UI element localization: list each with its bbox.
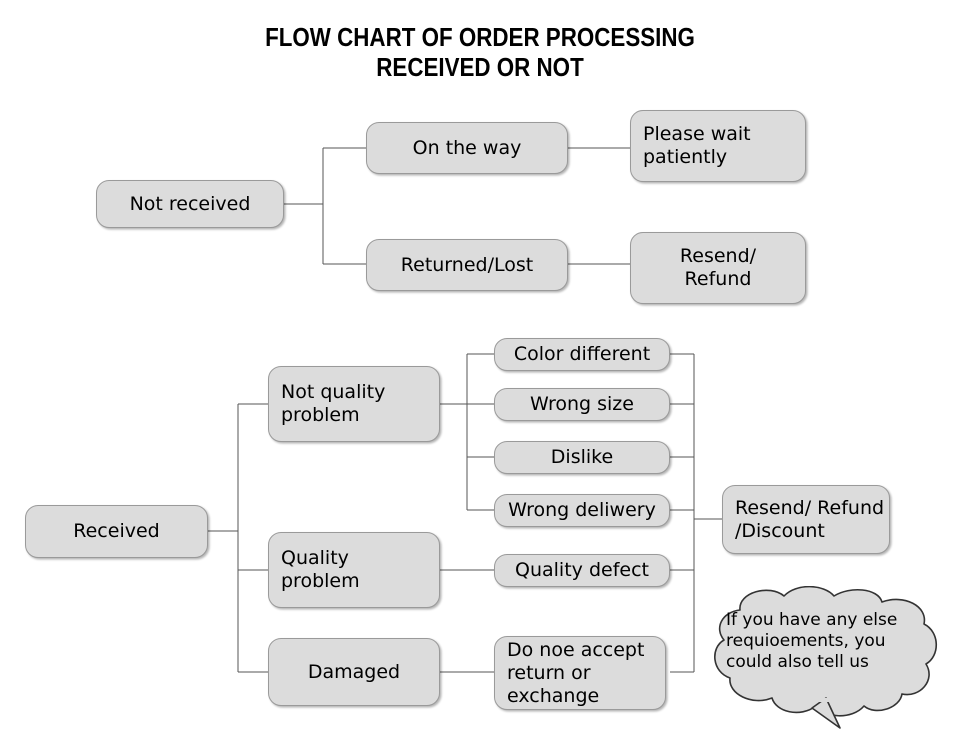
node-on-the-way-label: On the way — [412, 136, 522, 159]
node-resend-refund-label: Resend/ Refund — [679, 245, 757, 290]
node-dislike-label: Dislike — [550, 446, 614, 468]
node-returned-lost-label: Returned/Lost — [400, 253, 534, 276]
node-please-wait-patiently[interactable]: Please wait patiently — [630, 110, 806, 182]
node-received[interactable]: Received — [25, 505, 208, 558]
node-quality-defect[interactable]: Quality defect — [494, 554, 670, 587]
speech-callout: If you have any else requioements, you c… — [700, 586, 944, 730]
node-wrong-deliwery[interactable]: Wrong deliwery — [494, 494, 670, 527]
node-dislike[interactable]: Dislike — [494, 441, 670, 474]
node-quality-problem-label: Quality problem — [281, 547, 360, 592]
node-resend-refund-discount-label: Resend/ Refund /Discount — [735, 496, 885, 542]
node-wrong-size-label: Wrong size — [530, 393, 634, 415]
node-resend-refund-discount[interactable]: Resend/ Refund /Discount — [722, 485, 890, 554]
node-resend-refund[interactable]: Resend/ Refund — [630, 232, 806, 304]
node-do-noe-accept-label: Do noe accept return or exchange — [507, 638, 645, 707]
node-not-received[interactable]: Not received — [96, 180, 284, 228]
node-damaged-label: Damaged — [307, 660, 401, 683]
node-color-different-label: Color different — [513, 343, 651, 365]
node-quality-defect-label: Quality defect — [515, 559, 649, 581]
speech-callout-tail — [811, 697, 841, 729]
speech-callout-text: If you have any else requioements, you c… — [726, 610, 898, 672]
speech-callout-shape — [714, 586, 938, 729]
node-not-quality-problem-label: Not quality problem — [281, 381, 386, 426]
page-title-line-1: FLOW CHART OF ORDER PROCESSING — [265, 22, 695, 52]
node-color-different[interactable]: Color different — [494, 338, 670, 371]
page-title: FLOW CHART OF ORDER PROCESSING RECEIVED … — [67, 22, 893, 82]
node-not-quality-problem[interactable]: Not quality problem — [268, 366, 440, 442]
page-title-line-2: RECEIVED OR NOT — [376, 52, 584, 82]
node-received-label: Received — [73, 520, 160, 542]
node-please-wait-patiently-label: Please wait patiently — [643, 123, 751, 168]
node-wrong-deliwery-label: Wrong deliwery — [508, 499, 656, 521]
node-not-received-label: Not received — [129, 192, 251, 215]
node-wrong-size[interactable]: Wrong size — [494, 388, 670, 421]
node-damaged[interactable]: Damaged — [268, 638, 440, 706]
node-quality-problem[interactable]: Quality problem — [268, 532, 440, 608]
node-do-noe-accept[interactable]: Do noe accept return or exchange — [494, 636, 666, 710]
node-on-the-way[interactable]: On the way — [366, 122, 568, 174]
node-returned-lost[interactable]: Returned/Lost — [366, 239, 568, 291]
